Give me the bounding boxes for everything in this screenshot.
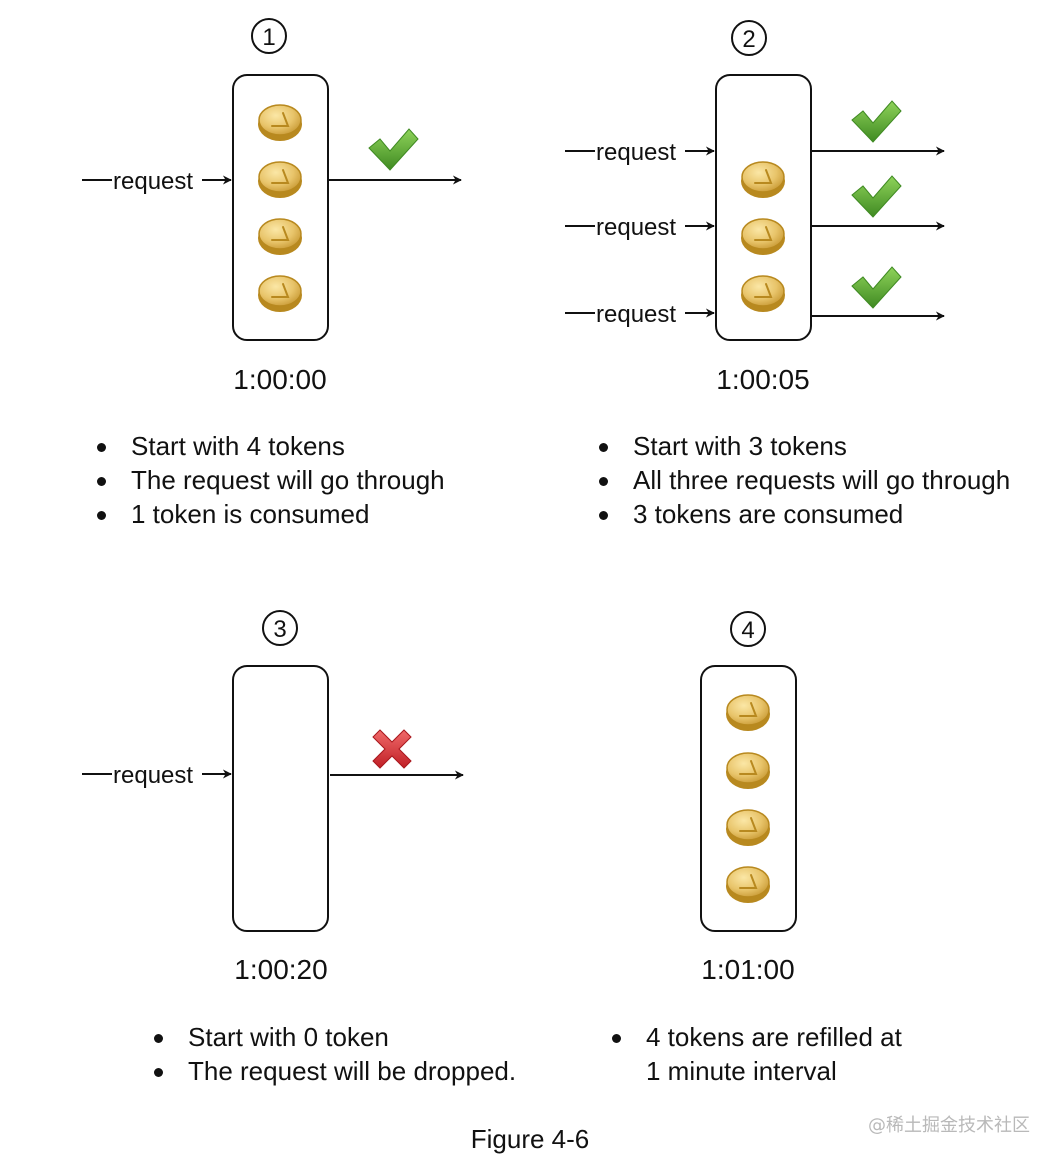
note-item: All three requests will go through <box>599 463 1010 497</box>
step-number: 3 <box>273 616 286 643</box>
check-icon <box>851 175 902 218</box>
panel-1: 1 request 1:00:00 <box>82 18 462 395</box>
step-circle <box>731 20 767 56</box>
token-coin <box>726 866 770 903</box>
step-circle <box>730 611 766 647</box>
note-item: 3 tokens are consumed <box>599 497 1010 531</box>
token-coin <box>258 104 302 141</box>
panel-2-notes: Start with 3 tokens All three requests w… <box>599 429 1010 531</box>
step-number: 4 <box>741 617 754 644</box>
note-item: The request will go through <box>97 463 445 497</box>
step-number: 1 <box>262 24 275 51</box>
token-coin <box>741 275 785 312</box>
token-coin <box>741 218 785 255</box>
request-label: request <box>596 139 676 166</box>
request-label: request <box>113 762 193 789</box>
panel-2: 2 request request request 1:00:05 <box>565 20 945 395</box>
timestamp: 1:01:00 <box>701 954 794 985</box>
note-item: 4 tokens are refilled at <box>612 1020 902 1054</box>
timestamp: 1:00:20 <box>234 954 327 985</box>
note-item: 1 token is consumed <box>97 497 445 531</box>
step-number: 2 <box>742 26 755 53</box>
panel-4-notes: 4 tokens are refilled at 1 minute interv… <box>612 1020 902 1088</box>
panel-3: 3 request 1:00:20 <box>82 610 464 985</box>
check-icon <box>368 128 419 171</box>
token-coin <box>741 161 785 198</box>
token-coin <box>258 275 302 312</box>
check-icon <box>851 100 902 143</box>
figure-caption: Figure 4-6 <box>470 1124 590 1154</box>
note-item: Start with 3 tokens <box>599 429 1010 463</box>
note-item: Start with 0 token <box>154 1020 516 1054</box>
step-circle <box>262 610 298 646</box>
panel-4: 4 1:01:00 <box>700 611 797 985</box>
note-item: Start with 4 tokens <box>97 429 445 463</box>
token-coin <box>258 218 302 255</box>
token-bucket <box>715 74 812 341</box>
timestamp: 1:00:05 <box>716 364 809 395</box>
watermark: @稀土掘金技术社区 <box>868 1115 1030 1136</box>
note-item-continuation: 1 minute interval <box>646 1056 837 1086</box>
token-coin <box>726 694 770 731</box>
timestamp: 1:00:00 <box>233 364 326 395</box>
cross-icon <box>372 729 412 769</box>
token-coin <box>258 161 302 198</box>
check-icon <box>851 266 902 309</box>
note-item: The request will be dropped. <box>154 1054 516 1088</box>
token-bucket <box>700 665 797 932</box>
request-label: request <box>113 168 193 195</box>
request-label: request <box>596 301 676 328</box>
token-coin <box>726 809 770 846</box>
token-bucket <box>232 74 329 341</box>
token-bucket <box>232 665 329 932</box>
request-label: request <box>596 214 676 241</box>
panel-1-notes: Start with 4 tokens The request will go … <box>97 429 445 531</box>
panel-3-notes: Start with 0 token The request will be d… <box>154 1020 516 1088</box>
step-circle <box>251 18 287 54</box>
token-coin <box>726 752 770 789</box>
